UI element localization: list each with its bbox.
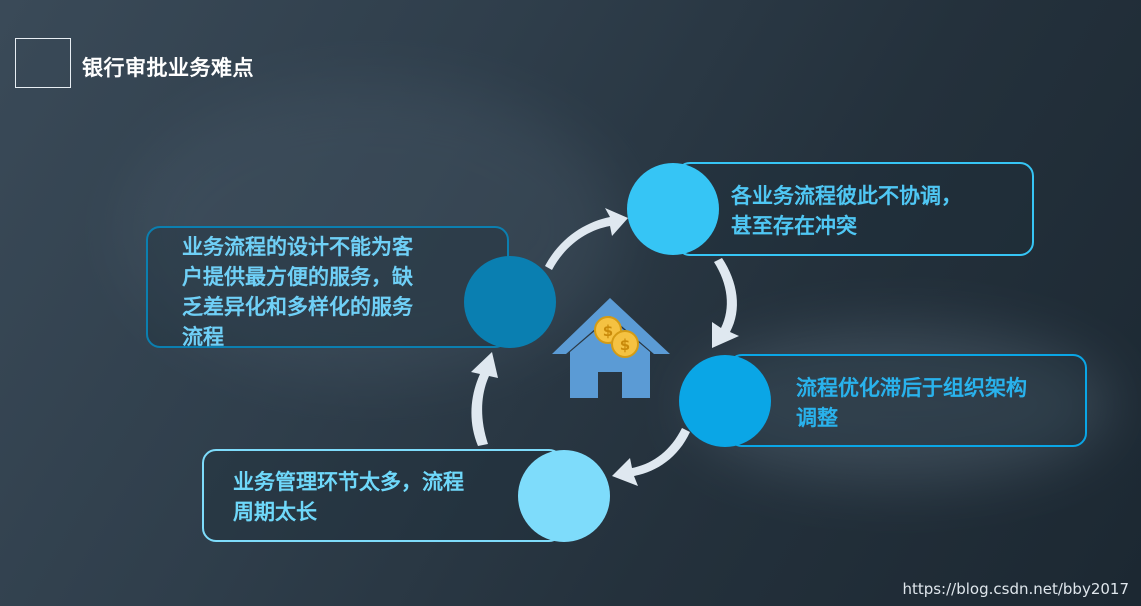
issue-box-cycle	[202, 449, 563, 542]
issue-text-conflict: 各业务流程彼此不协调， 甚至存在冲突	[731, 181, 962, 241]
issue-text-line: 业务流程的设计不能为客	[182, 235, 413, 259]
issue-box-org	[728, 354, 1087, 447]
issue-text-line: 调整	[796, 406, 838, 430]
issue-circle-cycle	[518, 450, 610, 542]
issue-text-line: 流程优化滞后于组织架构	[796, 376, 1027, 400]
issue-text-line: 甚至存在冲突	[731, 214, 857, 238]
issue-text-line: 流程	[182, 325, 224, 349]
house-with-coins-icon: $ $	[552, 298, 670, 398]
title-decoration-box	[15, 38, 71, 88]
issue-text-line: 乏差异化和多样化的服务	[182, 295, 413, 319]
svg-text:$: $	[620, 336, 630, 354]
svg-text:$: $	[603, 322, 613, 340]
issue-text-design: 业务流程的设计不能为客 户提供最方便的服务，缺 乏差异化和多样化的服务 流程	[182, 232, 413, 352]
issue-circle-org	[679, 355, 771, 447]
issue-text-org: 流程优化滞后于组织架构 调整	[796, 373, 1027, 433]
issue-text-line: 户提供最方便的服务，缺	[182, 265, 413, 289]
cycle-arrow-icon	[612, 428, 690, 486]
issue-text-line: 各业务流程彼此不协调，	[731, 184, 962, 208]
cycle-arrow-icon	[545, 208, 628, 270]
page-title: 银行审批业务难点	[82, 56, 254, 80]
issue-box-conflict	[676, 162, 1034, 256]
issue-text-line: 业务管理环节太多，流程	[233, 470, 464, 494]
issue-text-line: 周期太长	[233, 500, 317, 524]
cycle-arrow-icon	[471, 352, 498, 446]
watermark-url: https://blog.csdn.net/bby2017	[902, 580, 1129, 598]
cycle-arrow-icon	[712, 258, 739, 348]
issue-circle-design	[464, 256, 556, 348]
issue-text-cycle: 业务管理环节太多，流程 周期太长	[233, 467, 464, 527]
issue-circle-conflict	[627, 163, 719, 255]
